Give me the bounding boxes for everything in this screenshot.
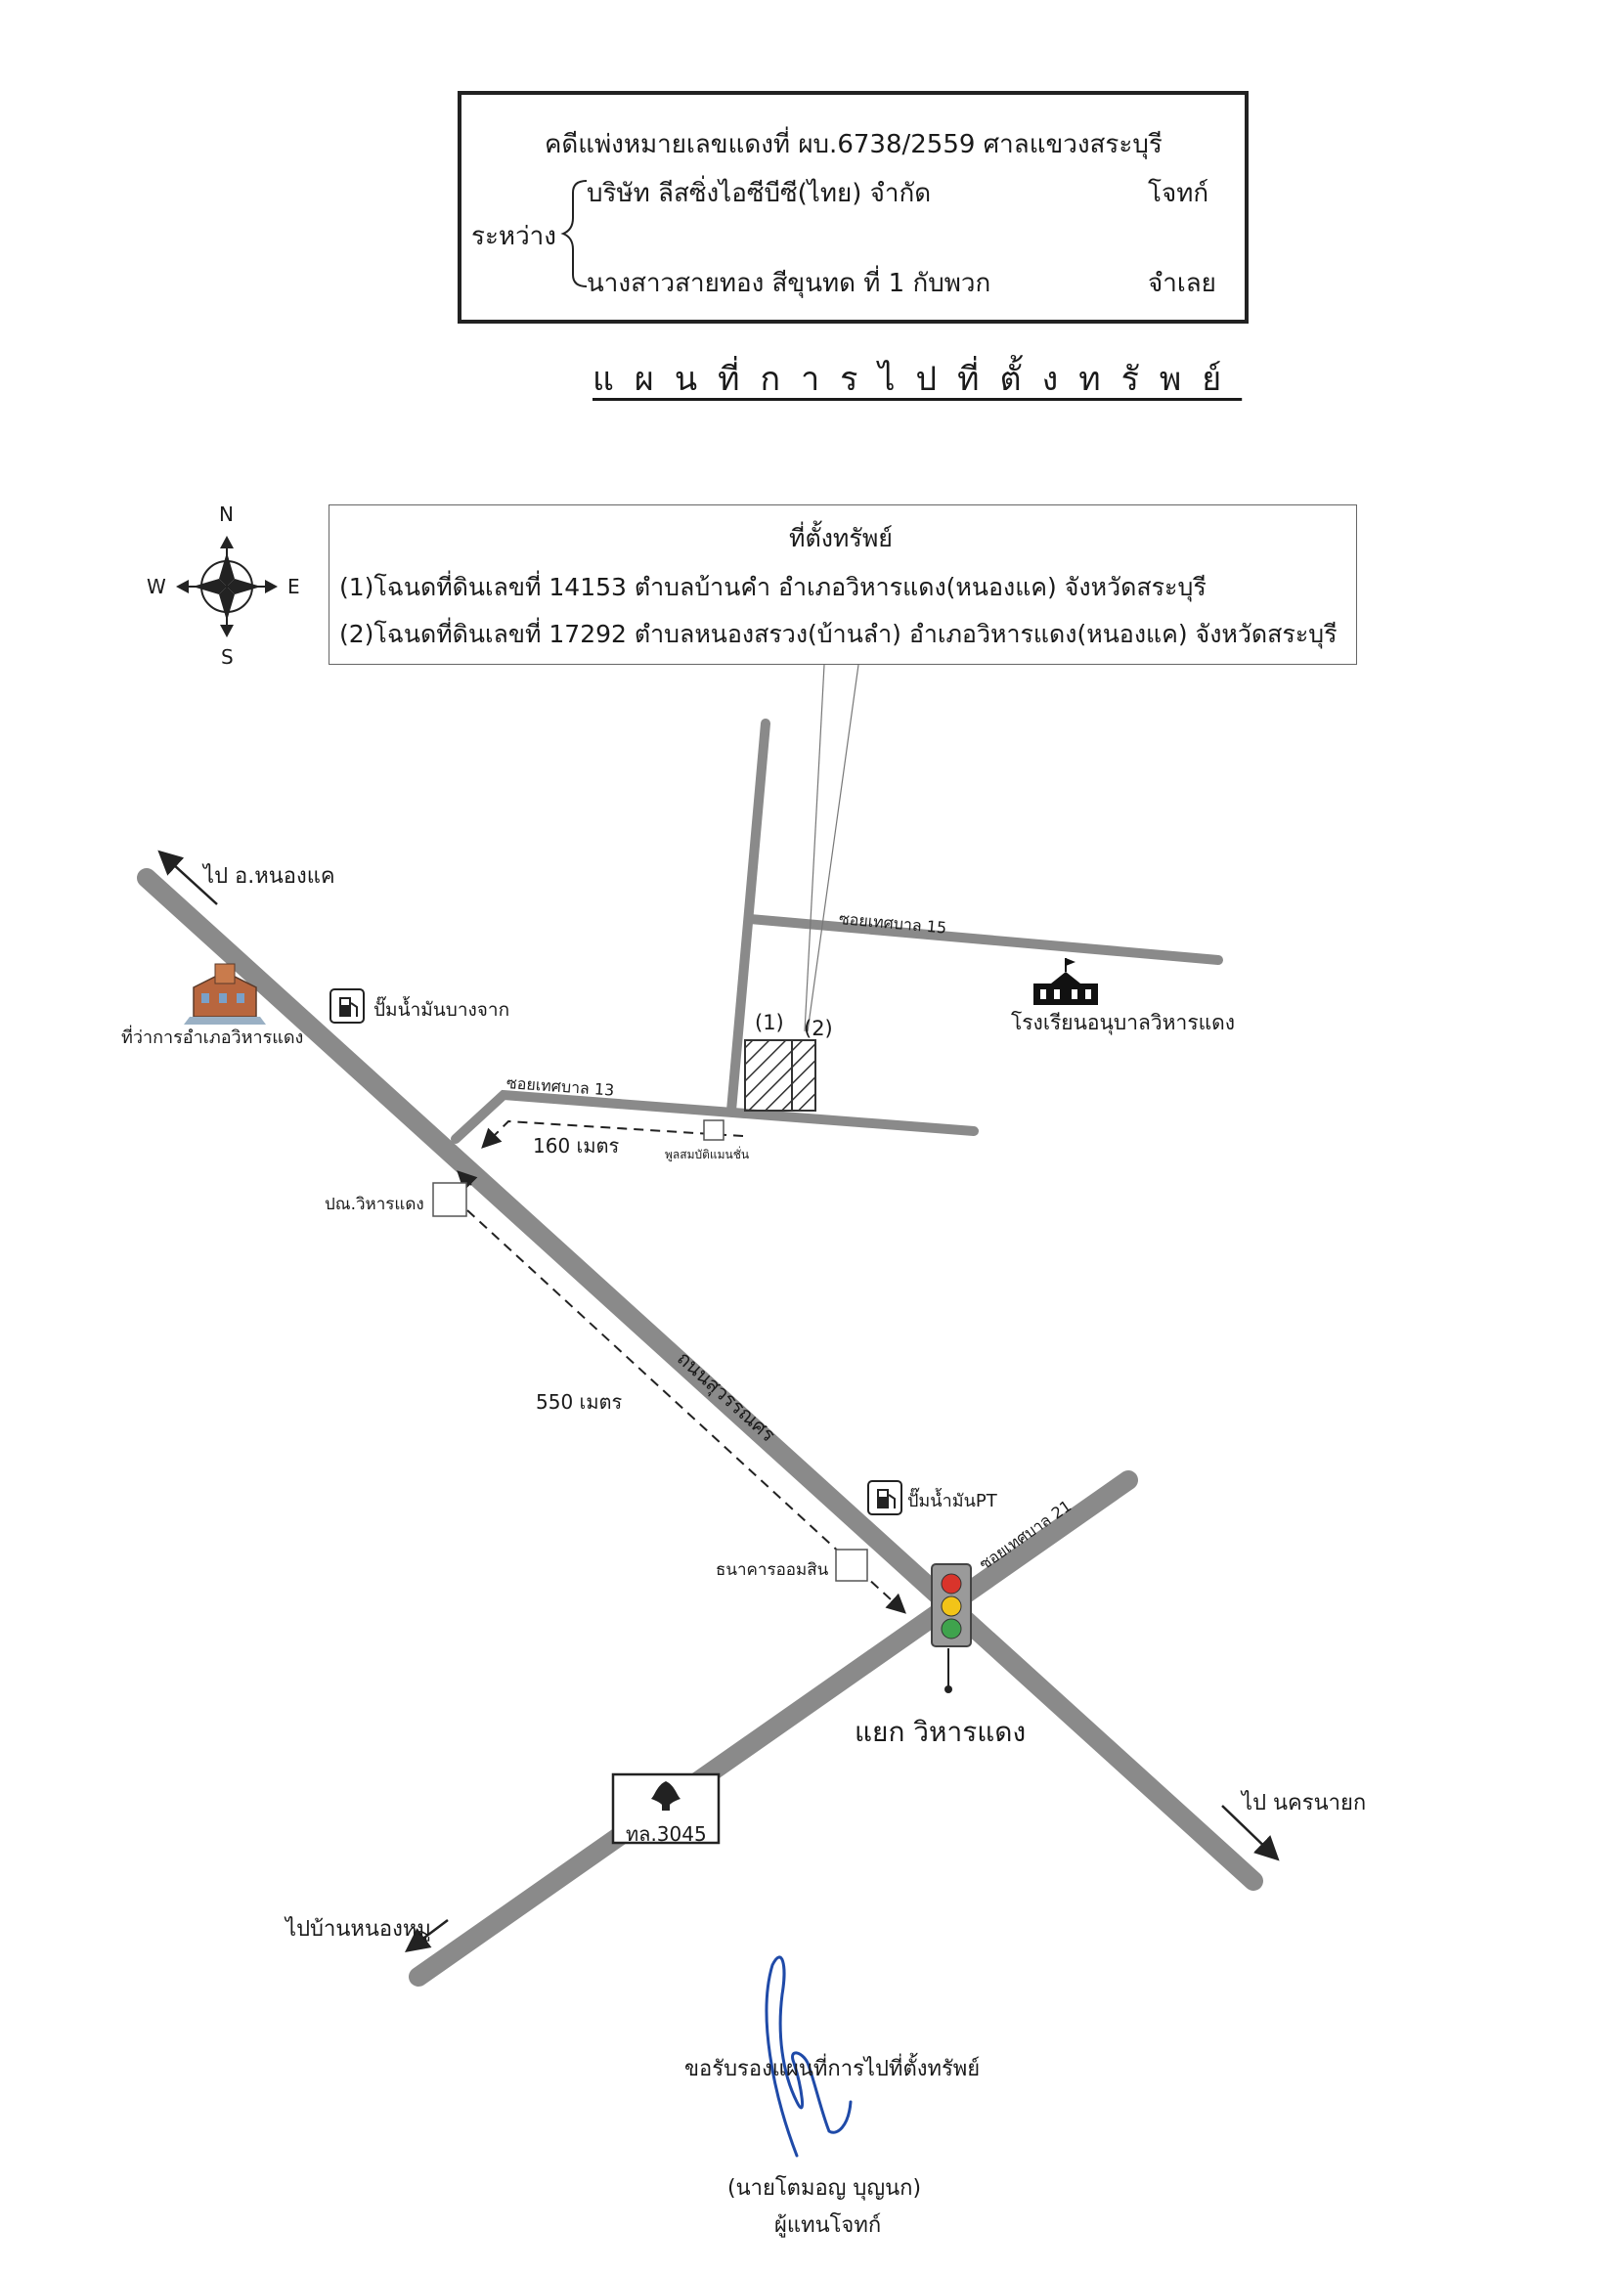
- soi13-road: [451, 1089, 979, 1144]
- signer-role: ผู้แทนโจทก์: [774, 2213, 882, 2238]
- compass-w: W: [147, 575, 166, 598]
- location-heading: ที่ตั้งทรัพย์: [789, 524, 893, 552]
- brace-icon: [560, 180, 588, 287]
- main-road: [137, 868, 1263, 1891]
- label-plot-1: (1): [755, 1011, 784, 1034]
- arrow-to-nongmu: [405, 1919, 449, 1952]
- plot-2: [791, 1039, 816, 1112]
- bank-marker: [835, 1549, 868, 1582]
- dash-160m: [481, 1119, 744, 1149]
- pool-mansion-marker: [703, 1119, 724, 1141]
- plaintiff-name: บริษัท ลีสซิ่งไอซีบีซี(ไทย) จำกัด: [587, 179, 932, 208]
- soi15-road: [745, 914, 1223, 965]
- label-550m: 550 เมตร: [536, 1390, 623, 1414]
- leader-line-1: [804, 664, 825, 1032]
- arrow-to-nakhonnayok: [1221, 1805, 1280, 1861]
- defendant-name: นางสาวสายทอง สีขุนทด ที่ 1 กับพวก: [587, 269, 991, 298]
- location-box: ที่ตั้งทรัพย์ (1)โฉนดที่ดินเลขที่ 14153 …: [329, 504, 1357, 665]
- traffic-light-icon: [931, 1563, 972, 1693]
- label-district-office: ที่ว่าการอำเภอวิหารแดง: [121, 1027, 304, 1048]
- arrow-to-post: [457, 1170, 478, 1192]
- label-gas-bangchak: ปั๊มน้ำมันบางจาก: [373, 999, 510, 1021]
- label-to-nongkhae: ไป อ.หนองแค: [203, 864, 335, 889]
- location-line-2: (2)โฉนดที่ดินเลขที่ 17292 ตำบลหนองสรวง(บ…: [339, 620, 1338, 648]
- school-icon: [1033, 958, 1098, 1005]
- label-pool-mansion: พูลสมบัติแมนชั่น: [665, 1148, 750, 1161]
- garuda-emblem-icon: [651, 1781, 680, 1811]
- defendant-role: จำเลย: [1148, 269, 1216, 298]
- signature-mark: [765, 1955, 853, 2158]
- label-gas-pt: ปั๊มน้ำมันPT: [907, 1491, 997, 1511]
- district-office-icon: [184, 963, 266, 1025]
- label-plot-2: (2): [804, 1017, 833, 1040]
- gas-pump-icon-bangchak: [329, 988, 365, 1024]
- post-office-marker: [432, 1182, 467, 1217]
- plot-1: [744, 1039, 793, 1112]
- compass-n: N: [219, 503, 234, 526]
- signer-name: (นายโตมอญ บุญนก): [727, 2176, 922, 2201]
- label-post-office: ปณ.วิหารแดง: [325, 1195, 424, 1214]
- arrow-to-nongkhae: [157, 850, 218, 905]
- label-junction: แยก วิหารแดง: [855, 1716, 1027, 1748]
- compass-icon: [176, 536, 278, 637]
- cross-road: [409, 1470, 1138, 1987]
- between-label: ระหว่าง: [471, 222, 556, 251]
- label-highway: ทล.3045: [626, 1822, 707, 1846]
- case-title: คดีแพ่งหมายเลขแดงที่ ผบ.6738/2559 ศาลแขว…: [545, 130, 1163, 159]
- label-bank: ธนาคารออมสิน: [716, 1560, 829, 1580]
- label-160m: 160 เมตร: [533, 1134, 620, 1158]
- label-to-nakhonnayok: ไป นครนายก: [1242, 1791, 1367, 1815]
- location-line-1: (1)โฉนดที่ดินเลขที่ 14153 ตำบลบ้านคำ อำเ…: [339, 573, 1207, 601]
- plaintiff-role: โจทก์: [1148, 179, 1209, 208]
- label-school: โรงเรียนอนุบาลวิหารแดง: [1011, 1011, 1236, 1034]
- compass-e: E: [287, 575, 300, 598]
- certify-text: ขอรับรองแผนที่การไปที่ตั้งทรัพย์: [684, 2057, 981, 2081]
- map-title: แผนที่การไปที่ตั้งทรัพย์: [593, 360, 1243, 399]
- case-header-box: คดีแพ่งหมายเลขแดงที่ ผบ.6738/2559 ศาลแขว…: [458, 91, 1249, 324]
- compass-s: S: [221, 645, 234, 669]
- gas-pump-icon-pt: [867, 1480, 902, 1515]
- leader-line-2: [807, 664, 859, 1032]
- label-to-nongmu: ไปบ้านหนองหมู: [285, 1917, 431, 1942]
